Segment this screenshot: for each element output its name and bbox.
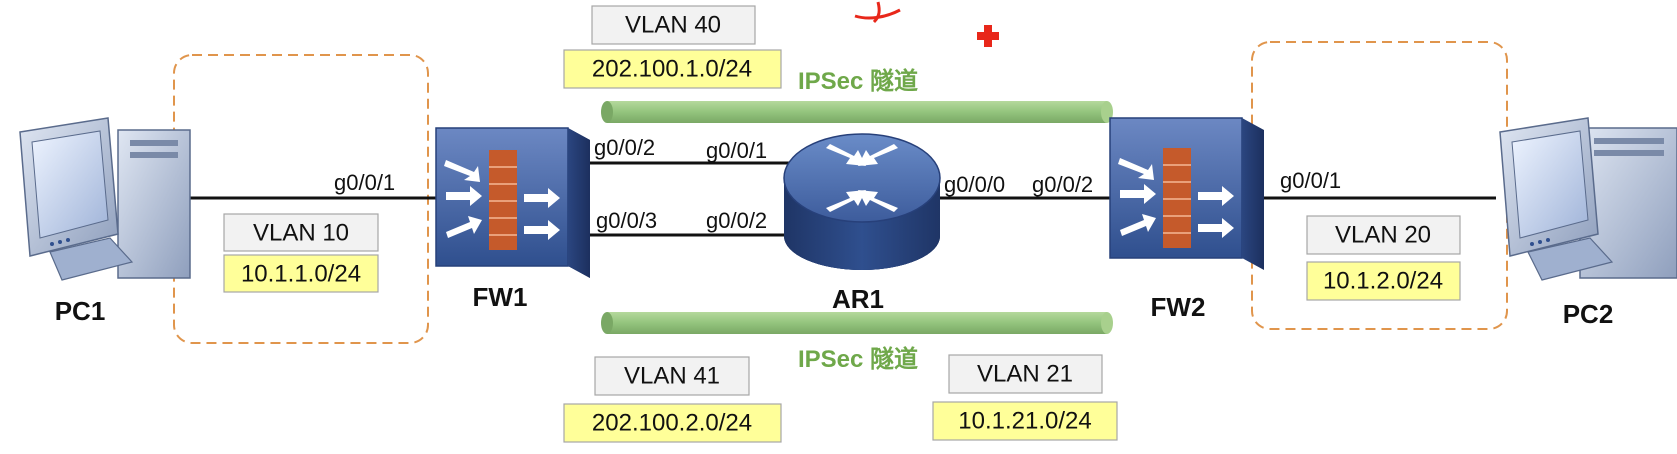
fw2-firewall-icon [1109,117,1264,270]
ar1-label: AR1 [832,284,884,314]
port-label-pc1-fw1: g0/0/1 [334,170,395,195]
red-cross-icon [977,25,999,47]
vlan10-label-group: VLAN 10 10.1.1.0/24 [223,213,379,293]
vlan20-label-group: VLAN 20 10.1.2.0/24 [1306,215,1461,301]
port-label-fw1-top: g0/0/2 [594,135,655,160]
pc2-computer-icon [1499,117,1677,281]
ipsec-tunnel-bottom [601,312,1113,334]
port-label-fw2-left: g0/0/2 [1032,172,1093,197]
red-annotation-mark [854,1,901,24]
ar1-router-icon [783,133,941,270]
vlan41-subnet: 202.100.2.0/24 [592,410,752,437]
vlan20-subnet: 10.1.2.0/24 [1323,268,1443,295]
fw2-label: FW2 [1151,292,1206,322]
pc1-computer-icon [19,117,191,281]
pc1-label: PC1 [55,296,106,326]
port-label-ar1-right: g0/0/0 [944,172,1005,197]
vlan10-subnet: 10.1.1.0/24 [241,261,361,288]
vlan21-label-group: VLAN 21 10.1.21.0/24 [932,354,1118,441]
fw1-label: FW1 [473,282,528,312]
fw1-firewall-icon [435,127,590,278]
vlan40-name: VLAN 40 [625,12,721,39]
tunnel-label-top: IPSec 隧道 [798,67,918,95]
vlan40-subnet: 202.100.1.0/24 [592,56,752,83]
vlan20-name: VLAN 20 [1335,222,1431,249]
tunnel-label-bottom: IPSec 隧道 [798,345,918,373]
vlan41-name: VLAN 41 [624,363,720,390]
ipsec-tunnel-top [601,101,1113,123]
vlan41-label-group: VLAN 41 202.100.2.0/24 [563,356,782,443]
vlan40-label-group: VLAN 40 202.100.1.0/24 [563,5,782,89]
port-label-fw1-bottom: g0/0/3 [596,208,657,233]
port-label-fw2-right: g0/0/1 [1280,168,1341,193]
pc2-label: PC2 [1563,299,1614,329]
vlan21-subnet: 10.1.21.0/24 [958,408,1091,435]
port-label-ar1-bottom: g0/0/2 [706,208,767,233]
vlan10-name: VLAN 10 [253,220,349,247]
port-label-ar1-top: g0/0/1 [706,138,767,163]
vlan21-name: VLAN 21 [977,361,1073,388]
